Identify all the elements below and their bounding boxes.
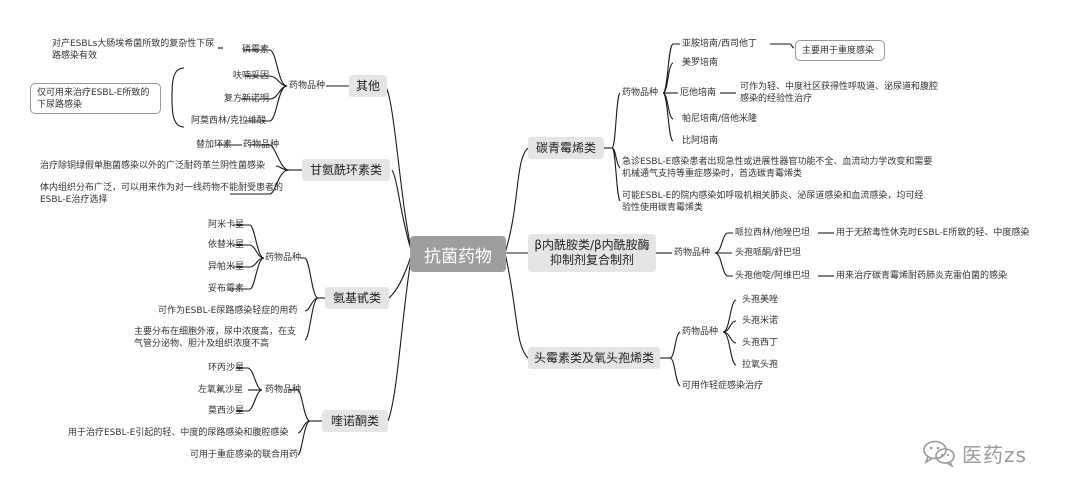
- branch-qita: 其他: [349, 75, 387, 97]
- branch-an: 氨基甙类: [325, 287, 389, 309]
- watermark: 医药zs: [922, 436, 1062, 470]
- tan-item-2: 美罗培南: [682, 58, 719, 68]
- beta-caz-note: 用来治疗碳青霉烯耐药肺炎克雷伯菌的感染: [836, 271, 1008, 281]
- qita-callout-text: 仅可用来治疗ESBL-E所致的下尿路感染: [37, 87, 150, 110]
- tan-ertapenem-note: 可作为轻、中度社区获得性呼吸道、泌尿道和腹腔感染的经验性治疗: [740, 82, 939, 104]
- an-item-1: 阿米卡星: [208, 220, 245, 230]
- gan-drug: 替加环素: [196, 140, 233, 150]
- qita-fosfomycin-note: 对产ESBLs大肠埃希菌所致的复杂性下尿路感染有效: [52, 39, 215, 61]
- an-item-4: 妥布霉素: [208, 284, 245, 294]
- beta-item-1: 哌拉西林/他唑巴坦: [735, 228, 811, 238]
- root-node: 抗菌药物: [410, 236, 506, 272]
- tan-item-5: 比阿培南: [682, 136, 719, 146]
- branch-beta: β内酰胺类/β内酰胺酶抑制剂复合制剂: [528, 234, 656, 272]
- tan-note-1: 急诊ESBL-E感染患者出现急性或进展性器官功能不全、血流动力学改变和需要机械通…: [622, 157, 933, 179]
- branch-tan: 碳青霉烯类: [528, 137, 604, 159]
- tou-item-1: 头孢美唑: [742, 295, 779, 305]
- wechat-icon: [923, 440, 955, 467]
- qita-category: 药物品种: [289, 81, 326, 91]
- kui-category: 药物品种: [265, 385, 302, 395]
- branch-kui: 喹诺酮类: [322, 410, 388, 432]
- tan-item-4: 帕尼培南/倍他米隆: [682, 114, 758, 124]
- kui-note-2: 可用于重症感染的联合用药: [190, 450, 299, 460]
- qita-item-1: 磷霉素: [242, 45, 270, 55]
- kui-item-1: 环丙沙星: [208, 363, 245, 373]
- tou-item-4: 拉氧头孢: [742, 360, 779, 370]
- kui-note-1: 用于治疗ESBL-E引起的轻、中度的尿路感染和腹腔感染: [68, 428, 289, 438]
- qita-item-3: 复方新诺明: [224, 94, 270, 104]
- tou-note: 可用作轻症感染治疗: [682, 381, 764, 391]
- tan-item-1: 亚胺培南/西司他丁: [682, 39, 758, 49]
- an-note-1: 可作为ESBL-E尿路感染轻症的用药: [158, 306, 298, 316]
- qita-item-4: 阿莫西林/克拉维酸: [191, 116, 267, 126]
- qita-item-2: 呋喃妥因: [233, 71, 270, 81]
- branch-gan: 甘氨酰环素类: [302, 159, 390, 181]
- an-item-2: 依替米星: [208, 240, 245, 250]
- gan-note-1: 治疗除铜绿假单胞菌感染以外的广泛耐药革兰阴性菌感染: [40, 161, 266, 171]
- qita-callout: 仅可用来治疗ESBL-E所致的下尿路感染: [30, 83, 161, 114]
- branch-tou: 头霉素类及氧头孢烯类: [528, 347, 660, 369]
- gan-category: 药物品种: [243, 140, 280, 150]
- an-item-3: 异帕米星: [208, 262, 245, 272]
- tan-note-2: 可能ESBL-E的院内感染如呼吸机相关肺炎、泌尿道感染和血流感染，均可经验性使用…: [622, 191, 924, 213]
- beta-pip-note: 用于无脓毒性休克时ESBL-E所致的轻、中度感染: [836, 228, 1030, 238]
- kui-item-3: 莫西沙星: [208, 406, 245, 416]
- tou-category: 药物品种: [682, 327, 719, 337]
- tan-item-3: 厄他培南: [680, 88, 717, 98]
- beta-category: 药物品种: [674, 248, 711, 258]
- tou-item-2: 头孢米诺: [742, 316, 779, 326]
- tan-callout: 主要用于重度感染: [795, 40, 885, 61]
- watermark-text: 医药zs: [962, 442, 1027, 467]
- tan-category: 药物品种: [622, 88, 659, 98]
- tan-callout-text: 主要用于重度感染: [802, 45, 875, 56]
- beta-item-2: 头孢哌酮/舒巴坦: [735, 248, 802, 258]
- kui-item-2: 左氧氟沙星: [198, 385, 244, 395]
- an-category: 药物品种: [265, 253, 302, 263]
- tou-item-3: 头孢西丁: [742, 338, 779, 348]
- beta-item-3: 头孢他啶/阿维巴坦: [735, 271, 811, 281]
- gan-note-2: 体内组织分布广泛，可以用来作为对一线药物不能耐受患者的ESBL-E治疗选择: [40, 183, 284, 205]
- an-note-2: 主要分布在细胞外液，尿中浓度高，在支气管分泌物、胆汁及组织浓度不高: [134, 327, 297, 349]
